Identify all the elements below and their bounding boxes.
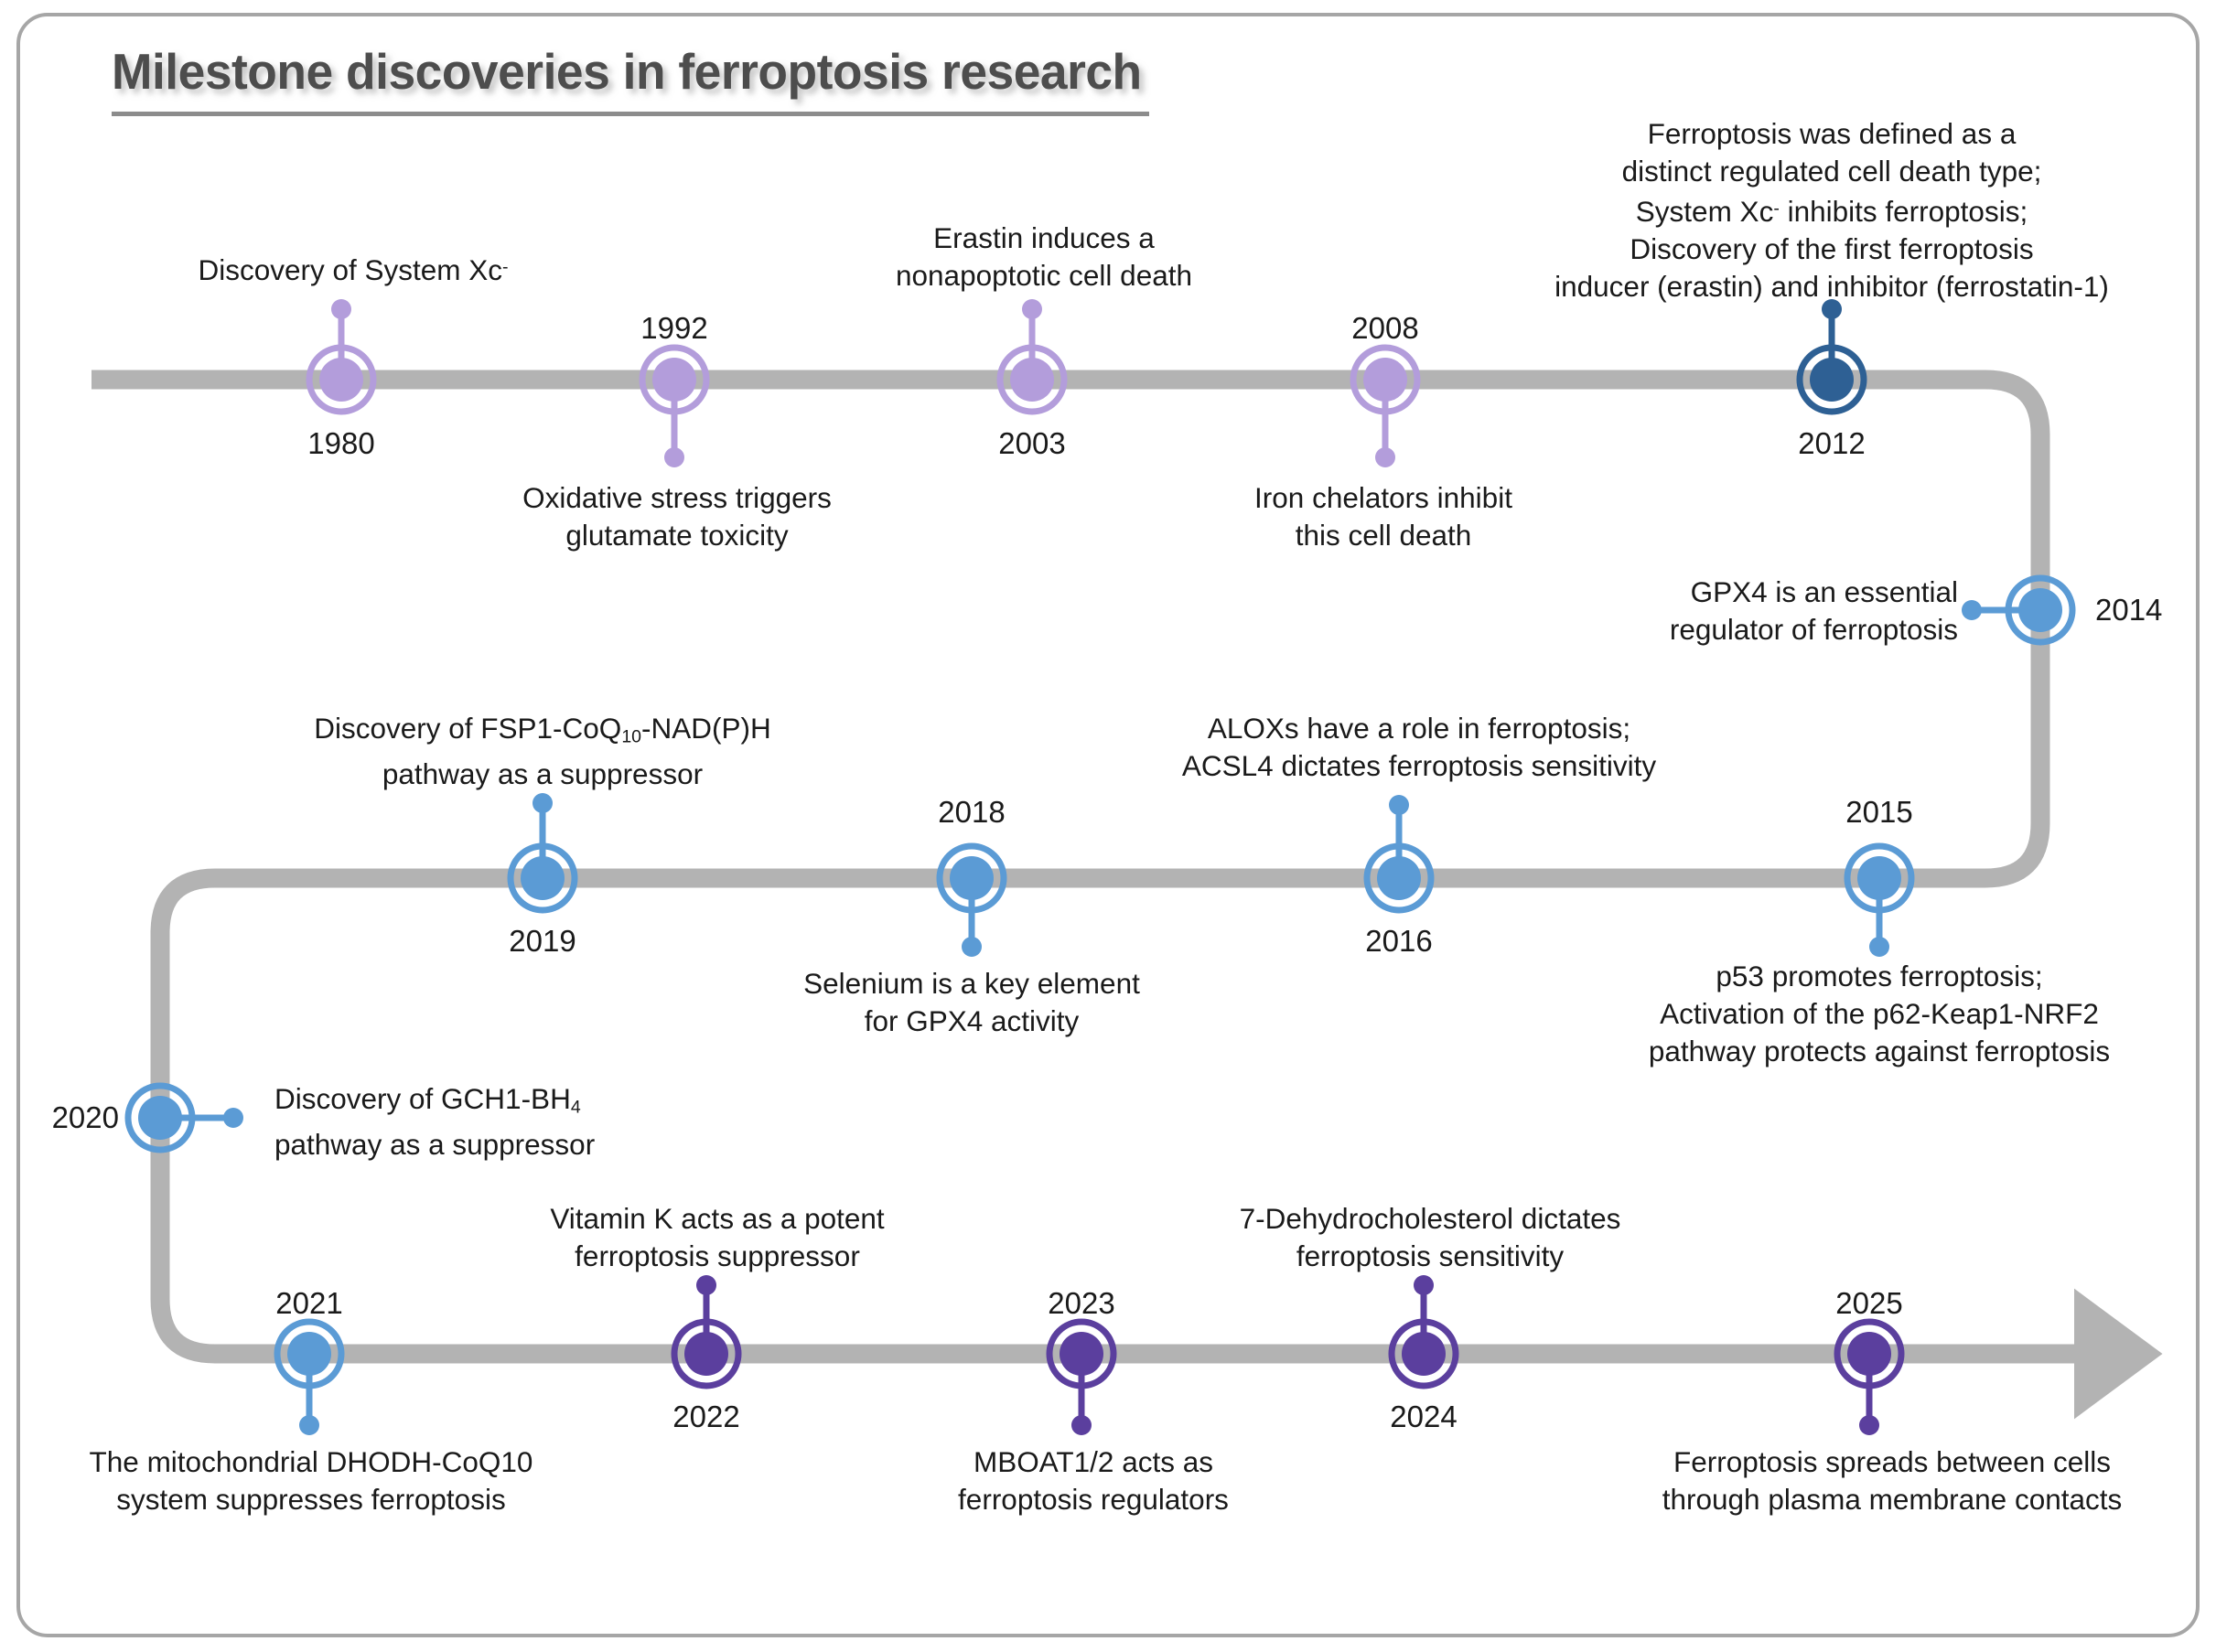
node-2024[interactable] xyxy=(1388,1275,1459,1389)
label-2022-line1: Vitamin K acts as a potent xyxy=(550,1202,885,1235)
label-2015-line1: p53 promotes ferroptosis; xyxy=(1716,960,2043,992)
year-2019: 2019 xyxy=(509,924,576,958)
label-2021-line1: The mitochondrial DHODH-CoQ10 xyxy=(89,1445,533,1478)
year-2025: 2025 xyxy=(1835,1286,1903,1320)
page-title: Milestone discoveries in ferroptosis res… xyxy=(112,42,1173,116)
node-2015[interactable] xyxy=(1844,842,1915,957)
year-2022: 2022 xyxy=(672,1400,740,1433)
node-1992[interactable] xyxy=(639,344,710,467)
label-2025-line2: through plasma membrane contacts xyxy=(1662,1483,2123,1516)
label-2019-line2: pathway as a suppressor xyxy=(382,757,704,791)
label-1980: Discovery of System Xc- xyxy=(198,249,508,289)
node-2020[interactable] xyxy=(124,1082,243,1153)
label-2014-line2: regulator of ferroptosis xyxy=(1669,613,1958,646)
node-2025[interactable] xyxy=(1834,1318,1905,1435)
label-2003-line2: nonapoptotic cell death xyxy=(896,259,1192,292)
label-2022-line2: ferroptosis suppressor xyxy=(575,1239,860,1272)
year-2003: 2003 xyxy=(998,426,1066,460)
label-2018-line2: for GPX4 activity xyxy=(864,1004,1080,1037)
label-2024-line1: 7-Dehydrocholesterol dictates xyxy=(1239,1202,1621,1235)
label-2012: Ferroptosis was defined as a distinct re… xyxy=(1554,115,2109,306)
node-2022[interactable] xyxy=(671,1275,742,1389)
node-2003[interactable] xyxy=(996,299,1068,415)
label-2012-line4: Discovery of the first ferroptosis xyxy=(1630,232,2034,266)
node-2016[interactable] xyxy=(1363,795,1435,914)
label-2023: MBOAT1/2 acts as ferroptosis regulators xyxy=(958,1443,1229,1518)
label-2014-line1: GPX4 is an essential xyxy=(1690,575,1958,608)
label-2018: Selenium is a key element for GPX4 activ… xyxy=(803,965,1140,1040)
node-2012[interactable] xyxy=(1796,299,1867,415)
label-2018-line1: Selenium is a key element xyxy=(803,967,1140,1000)
label-2025: Ferroptosis spreads between cells throug… xyxy=(1662,1443,2123,1518)
year-2023: 2023 xyxy=(1048,1286,1115,1320)
label-2008-line2: this cell death xyxy=(1295,519,1472,552)
label-2003-line1: Erastin induces a xyxy=(933,221,1155,254)
year-2020: 2020 xyxy=(51,1100,119,1134)
year-2015: 2015 xyxy=(1845,795,1913,829)
label-1992: Oxidative stress triggers glutamate toxi… xyxy=(522,479,832,554)
label-2024-line2: ferroptosis sensitivity xyxy=(1296,1239,1565,1272)
label-2021-line2: system suppresses ferroptosis xyxy=(116,1483,506,1516)
label-2015-line2: Activation of the p62-Keap1-NRF2 xyxy=(1660,997,2099,1030)
title-underline-rule xyxy=(112,112,1149,116)
label-2022: Vitamin K acts as a potent ferroptosis s… xyxy=(550,1200,884,1275)
label-1980-line1: Discovery of System Xc- xyxy=(198,253,509,287)
page-title-text: Milestone discoveries in ferroptosis res… xyxy=(112,43,1142,100)
label-2021: The mitochondrial DHODH-CoQ10 system sup… xyxy=(90,1443,533,1518)
node-2021[interactable] xyxy=(274,1318,345,1435)
node-1980[interactable] xyxy=(306,299,377,415)
year-2018: 2018 xyxy=(938,795,1006,829)
year-2008: 2008 xyxy=(1351,311,1419,345)
label-2019: Discovery of FSP1-CoQ10-NAD(P)H pathway … xyxy=(314,710,771,793)
label-2020: Discovery of GCH1-BH4 pathway as a suppr… xyxy=(274,1080,595,1164)
label-2020-line2: pathway as a suppressor xyxy=(274,1128,596,1162)
label-2012-line1: Ferroptosis was defined as a xyxy=(1647,117,2017,150)
label-2015: p53 promotes ferroptosis; Activation of … xyxy=(1649,958,2110,1070)
label-2023-line2: ferroptosis regulators xyxy=(958,1483,1229,1516)
label-2008: Iron chelators inhibit this cell death xyxy=(1254,479,1512,554)
node-2014[interactable] xyxy=(1962,574,2076,646)
label-2025-line1: Ferroptosis spreads between cells xyxy=(1673,1445,2111,1478)
label-2019-line1: Discovery of FSP1-CoQ10-NAD(P)H xyxy=(314,712,771,747)
label-2012-line3: System Xc- inhibits ferroptosis; xyxy=(1635,195,2028,229)
label-2003: Erastin induces a nonapoptotic cell deat… xyxy=(896,220,1192,295)
label-2016-line1: ALOXs have a role in ferroptosis; xyxy=(1207,712,1631,745)
node-2023[interactable] xyxy=(1046,1318,1117,1435)
timeline-path xyxy=(91,370,2163,1420)
label-2012-line5: inducer (erastin) and inhibitor (ferrost… xyxy=(1554,270,2109,304)
year-2016: 2016 xyxy=(1365,924,1433,958)
label-1992-line1: Oxidative stress triggers xyxy=(522,481,832,514)
node-2008[interactable] xyxy=(1350,344,1421,467)
label-2023-line1: MBOAT1/2 acts as xyxy=(973,1445,1213,1478)
label-2008-line1: Iron chelators inhibit xyxy=(1254,481,1512,514)
year-2024: 2024 xyxy=(1390,1400,1458,1433)
node-2019[interactable] xyxy=(507,793,578,914)
label-1992-line2: glutamate toxicity xyxy=(565,519,789,552)
label-2012-line2: distinct regulated cell death type; xyxy=(1621,155,2042,188)
year-1980: 1980 xyxy=(307,426,375,460)
label-2020-line1: Discovery of GCH1-BH4 xyxy=(274,1082,581,1118)
year-2021: 2021 xyxy=(275,1286,343,1320)
year-2012: 2012 xyxy=(1798,426,1866,460)
year-2014: 2014 xyxy=(2095,593,2163,627)
label-2024: 7-Dehydrocholesterol dictates ferroptosi… xyxy=(1240,1200,1621,1275)
label-2014: GPX4 is an essential regulator of ferrop… xyxy=(1670,574,1958,649)
label-2016: ALOXs have a role in ferroptosis; ACSL4 … xyxy=(1182,710,1656,785)
year-1992: 1992 xyxy=(640,311,708,345)
label-2016-line2: ACSL4 dictates ferroptosis sensitivity xyxy=(1181,749,1657,782)
label-2015-line3: pathway protects against ferroptosis xyxy=(1648,1035,2111,1067)
node-2018[interactable] xyxy=(936,842,1007,957)
